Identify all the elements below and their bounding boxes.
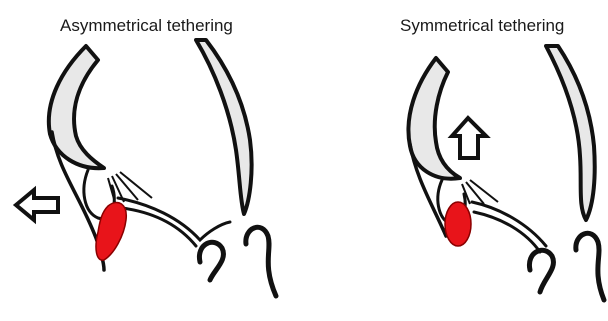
posterior-wall-shape [546, 46, 595, 220]
panel-symmetrical: Symmetrical tethering [380, 0, 608, 321]
panel-asymmetrical: Asymmetrical tethering [0, 0, 300, 321]
arrow-up-icon [452, 118, 486, 158]
hook-right-shape [576, 233, 604, 300]
hook-right-shape [246, 227, 276, 296]
asymmetrical-tethering-drawing [0, 0, 300, 321]
tethered-region-highlight [445, 202, 471, 246]
hook-left-shape [529, 250, 553, 292]
chordae-lines [462, 180, 498, 204]
arrow-left-icon [16, 190, 58, 220]
tethered-region-highlight [96, 202, 126, 260]
posterior-leaflet-shape [118, 198, 230, 240]
anterior-leaflet-shape [408, 58, 460, 179]
symmetrical-tethering-drawing [380, 0, 608, 321]
hook-left-shape [199, 242, 223, 280]
posterior-wall-shape [196, 40, 252, 214]
